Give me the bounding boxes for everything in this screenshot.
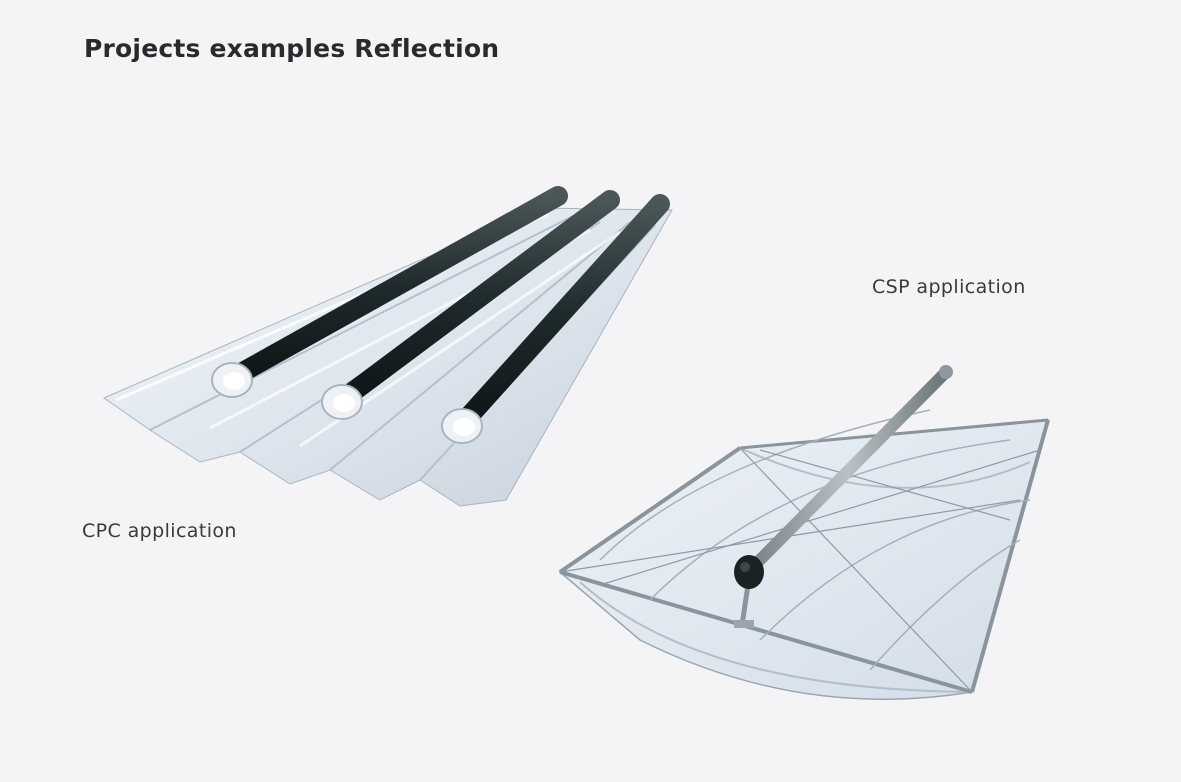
csp-caption: CSP application [872, 276, 1026, 298]
cpc-image [102, 186, 673, 507]
vacuum-tube-1 [211, 186, 568, 398]
vacuum-tube-3 [441, 194, 670, 444]
vacuum-tube-2 [321, 190, 620, 420]
csp-image [558, 365, 1050, 701]
cpc-caption: CPC application [82, 520, 237, 542]
page-title: Projects examples Reflection [84, 34, 500, 63]
